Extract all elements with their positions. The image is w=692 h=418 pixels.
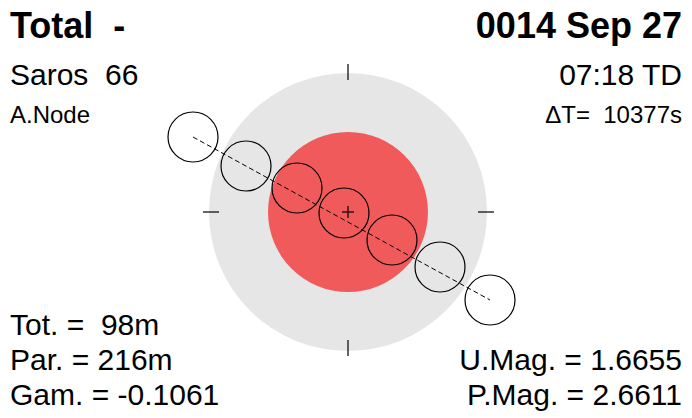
penumbra-disc xyxy=(209,73,487,351)
node-label: A.Node xyxy=(10,103,90,127)
eclipse-type-title: Total - xyxy=(10,8,125,44)
eclipse-time: 07:18 TD xyxy=(559,60,682,90)
moon-positions xyxy=(168,112,515,325)
umbral-magnitude: U.Mag. = 1.6655 xyxy=(459,345,682,375)
totality-duration: Tot. = 98m xyxy=(10,310,159,340)
moon-path xyxy=(193,137,490,300)
umbra-disc xyxy=(268,132,428,292)
gamma-value: Gam. = -0.1061 xyxy=(10,380,219,410)
partial-duration: Par. = 216m xyxy=(10,345,173,375)
saros-number: Saros 66 xyxy=(10,60,138,90)
eclipse-date: 0014 Sep 27 xyxy=(476,8,682,44)
axis-ticks xyxy=(203,64,494,356)
penumbral-magnitude: P.Mag. = 2.6611 xyxy=(467,380,682,410)
delta-t: ΔT= 10377s xyxy=(545,103,682,127)
